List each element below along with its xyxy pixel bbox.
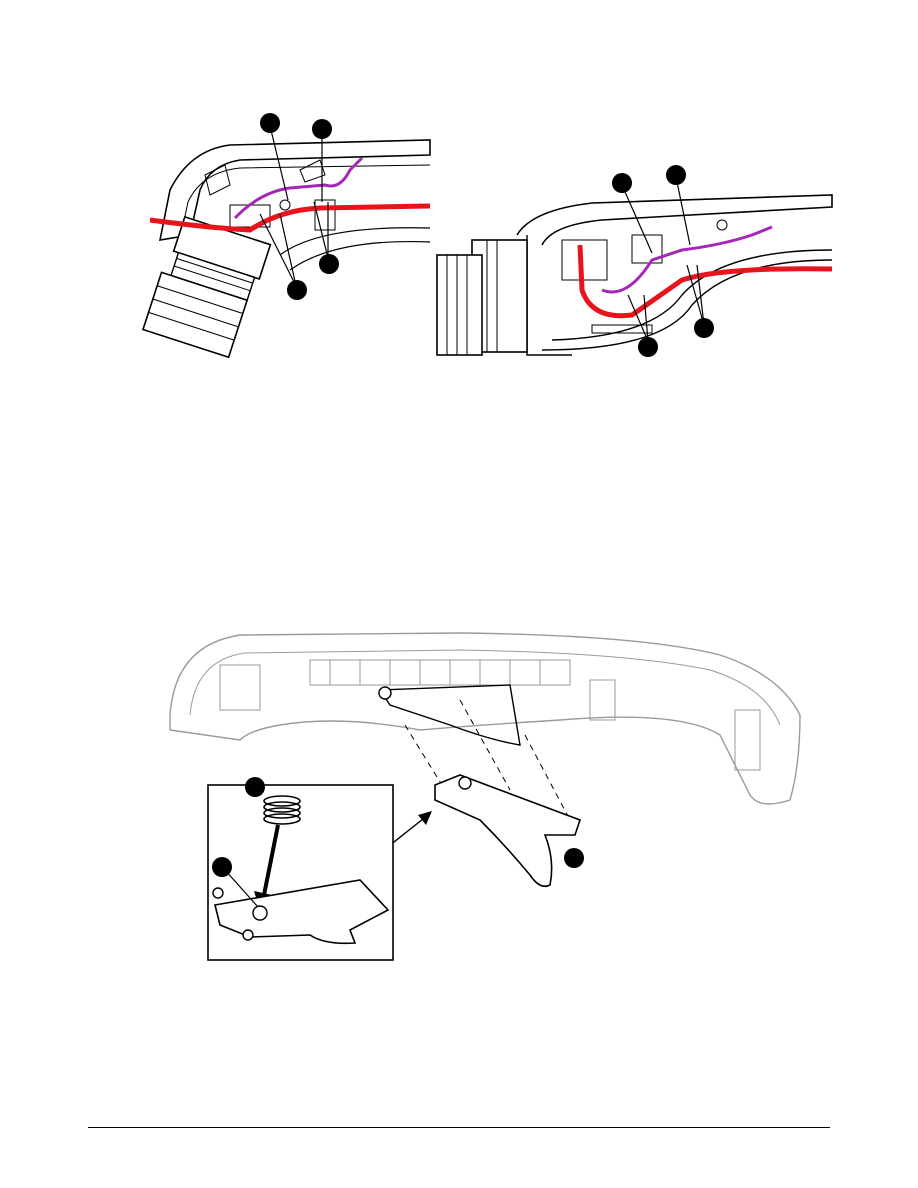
nozzle-assembly	[437, 240, 527, 355]
red-wire	[580, 245, 832, 316]
assembly-guide-line	[460, 700, 510, 790]
torch-head-angled-diagram	[130, 110, 430, 370]
handle-ghost-details	[220, 660, 760, 770]
nozzle-assembly	[143, 215, 270, 358]
torch-shell-outline	[517, 195, 832, 245]
internal-block	[562, 240, 607, 280]
torch-head-straight-diagram	[432, 165, 832, 365]
handle-ghost-inner	[190, 650, 780, 725]
footer-rule	[88, 1127, 830, 1128]
callout-marker	[287, 280, 307, 300]
assembly-guide-line	[405, 725, 445, 790]
torch-head-angled-svg	[130, 110, 430, 370]
callout-marker	[319, 254, 339, 274]
leader-line	[280, 214, 296, 286]
trigger-pivot-region	[380, 685, 520, 745]
callout-marker	[564, 848, 584, 868]
callout-marker	[694, 318, 714, 338]
trigger-assembly-svg	[160, 625, 820, 965]
callout-marker	[666, 165, 686, 185]
callout-marker	[260, 113, 280, 133]
trigger-assembly-diagram	[160, 625, 820, 965]
torch-head-straight-svg	[432, 165, 832, 365]
torch-shell-side	[527, 235, 572, 355]
pivot-pin	[379, 687, 391, 699]
callout-marker	[638, 337, 658, 357]
red-wire	[150, 206, 430, 230]
pivot-hole	[717, 220, 727, 230]
pivot-hole	[280, 200, 290, 210]
callout-marker	[312, 119, 332, 139]
torch-shell-lower	[280, 228, 430, 270]
callout-marker	[612, 173, 632, 193]
callout-marker	[212, 857, 232, 877]
leader-line	[676, 177, 690, 245]
callout-marker	[245, 777, 265, 797]
handle-ghost-outline	[170, 633, 800, 804]
trigger-part	[435, 775, 580, 886]
internal-plate	[315, 200, 335, 230]
reference-arrow-head	[418, 811, 432, 825]
